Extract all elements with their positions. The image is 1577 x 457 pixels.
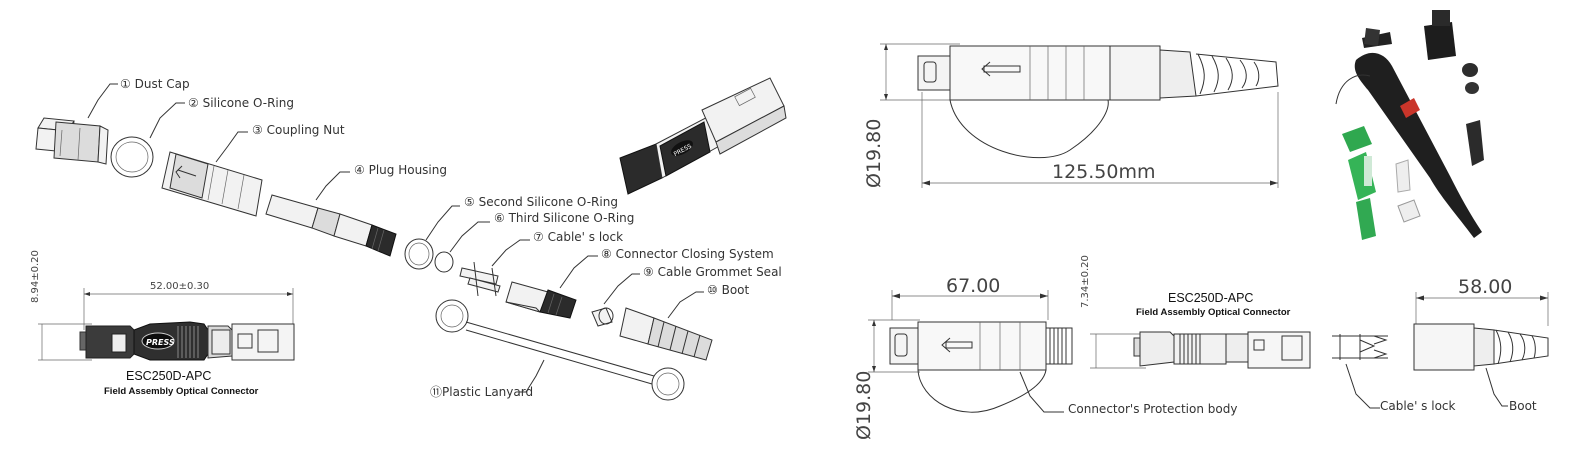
plug-housing-drawing xyxy=(265,194,397,257)
connector-closing-system-drawing xyxy=(505,281,577,319)
part-6-label: ⑥ Third Silicone O-Ring xyxy=(494,211,634,225)
dim-a: 67.00 xyxy=(946,275,1000,297)
third-o-ring-drawing xyxy=(434,251,454,273)
second-o-ring-drawing xyxy=(404,238,434,270)
assembled-sc-connector-drawing: PRESS xyxy=(619,77,787,195)
part-9-label: ⑨ Cable Grommet Seal xyxy=(643,265,782,279)
exploded-view: ① Dust Cap ② Silicone O-Ring ③ Coupling … xyxy=(35,77,787,401)
dim-diameter-bottom: Ø19.80 xyxy=(853,371,875,440)
right-model-subtitle: Field Assembly Optical Connector xyxy=(1136,307,1291,318)
part-1-label: ① Dust Cap xyxy=(120,77,190,91)
part-11-label: ⑪Plastic Lanyard xyxy=(430,385,533,399)
silicone-o-ring-drawing xyxy=(110,136,154,178)
cable-grommet-seal-drawing xyxy=(591,307,614,327)
part-3-label: ③ Coupling Nut xyxy=(252,123,345,137)
side-connector-body: PRESS xyxy=(79,321,295,361)
left-model-subtitle: Field Assembly Optical Connector xyxy=(104,386,259,397)
part-8-label: ⑧ Connector Closing System xyxy=(601,247,774,261)
left-side-view: 52.00±0.30 8.94±0.20 PRESS ESC250D-APC xyxy=(30,250,295,397)
part-7-label: ⑦ Cable' s lock xyxy=(533,230,623,244)
cables-lock-side-drawing xyxy=(1332,334,1388,360)
right-model-name: ESC250D-APC xyxy=(1168,291,1253,305)
boot-drawing xyxy=(619,307,713,361)
dim-b: 58.00 xyxy=(1458,276,1512,298)
product-photo xyxy=(1335,10,1484,240)
callout-protection-body: Connector's Protection body xyxy=(1068,402,1237,416)
dust-cap-drawing xyxy=(35,117,109,165)
dim-length-left: 52.00±0.30 xyxy=(150,281,209,292)
callout-cables-lock: Cable' s lock xyxy=(1380,399,1456,413)
right-bottom-views: 67.00 Ø19.80 Connector's Protection body… xyxy=(853,255,1549,440)
cables-lock-drawing xyxy=(459,261,501,297)
callout-boot: Boot xyxy=(1509,399,1537,413)
dim-diameter-top: Ø19.80 xyxy=(863,119,885,188)
dim-height-bottom: 7.34±0.20 xyxy=(1080,255,1091,308)
right-top-assembly: Ø19.80 125.50mm xyxy=(863,43,1279,188)
dim-height-left: 8.94±0.20 xyxy=(30,250,41,303)
middle-connector-drawing xyxy=(1133,331,1311,369)
part-4-label: ④ Plug Housing xyxy=(354,163,447,177)
part-2-label: ② Silicone O-Ring xyxy=(188,96,294,110)
left-model-name: ESC250D-APC xyxy=(126,369,211,383)
dim-length-top: 125.50mm xyxy=(1052,161,1156,183)
boot-side-drawing xyxy=(1413,323,1549,371)
part-10-label: ⑩ Boot xyxy=(707,283,750,297)
plastic-lanyard-drawing xyxy=(435,299,685,401)
press-badge: PRESS xyxy=(146,338,175,347)
part-5-label: ⑤ Second Silicone O-Ring xyxy=(464,195,618,209)
coupling-nut-drawing xyxy=(161,151,263,217)
